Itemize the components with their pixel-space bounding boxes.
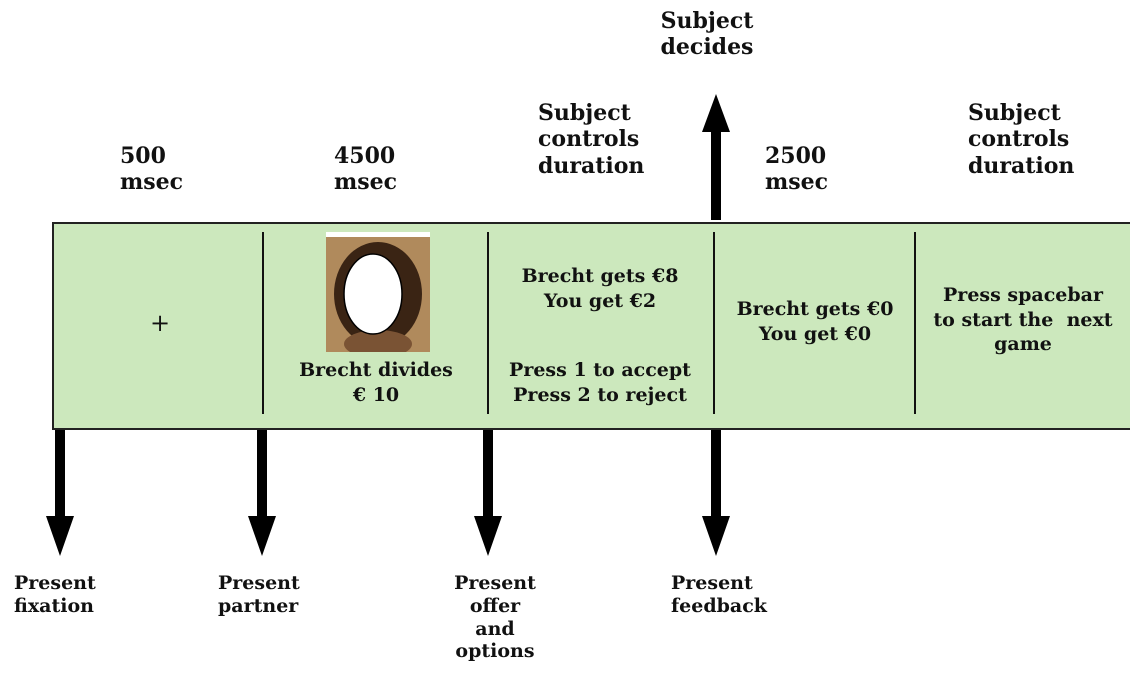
- subject-decides-label: Subject decides: [660, 8, 754, 61]
- event-partner: Present partner: [218, 572, 300, 617]
- fixation-cross: +: [149, 309, 171, 337]
- event-feedback: Present feedback: [671, 572, 767, 617]
- up-arrow-icon: [702, 94, 730, 220]
- timeline-band: [52, 222, 1130, 430]
- duration-partner: 4500 msec: [334, 143, 398, 196]
- down-arrow-icon: [248, 430, 276, 556]
- down-arrow-icon: [702, 430, 730, 556]
- divider-3: [713, 232, 715, 414]
- options-text: Press 1 to accept Press 2 to reject: [509, 359, 691, 406]
- offer-text: Brecht gets €8 You get €2: [521, 265, 679, 312]
- partner-photo: [326, 232, 430, 352]
- event-fixation: Present fixation: [14, 572, 96, 617]
- duration-fixation: 500 msec: [120, 143, 184, 196]
- feedback-text: Brecht gets €0 You get €0: [736, 298, 894, 345]
- event-offer: Present offer and options: [454, 572, 536, 663]
- duration-next: Subject controls duration: [968, 100, 1075, 179]
- partner-caption: Brecht divides € 10: [299, 359, 453, 406]
- duration-feedback: 2500 msec: [765, 143, 829, 196]
- next-game-text: Press spacebar to start the next game: [933, 284, 1113, 356]
- divider-4: [914, 232, 916, 414]
- divider-2: [487, 232, 489, 414]
- duration-offer: Subject controls duration: [538, 100, 645, 179]
- down-arrow-icon: [474, 430, 502, 556]
- down-arrow-icon: [46, 430, 74, 556]
- divider-1: [262, 232, 264, 414]
